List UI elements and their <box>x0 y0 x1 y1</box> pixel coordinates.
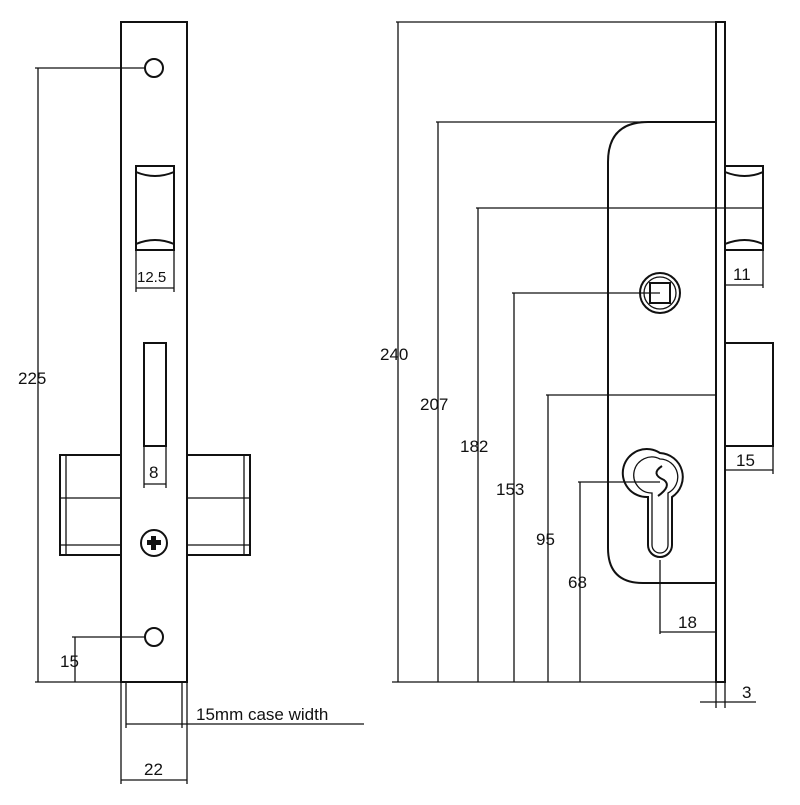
dim-deadbolt-width: 8 <box>143 446 167 488</box>
dim-deadbolt-projection-label: 15 <box>736 451 755 470</box>
dim-deadbolt-height: 95 <box>536 394 716 682</box>
dim-total-height-label: 240 <box>380 345 408 364</box>
lock-case <box>607 121 716 584</box>
dim-deadbolt-height-label: 95 <box>536 530 555 549</box>
dim-spindle-height: 153 <box>496 292 660 682</box>
dim-case-width-label: 15mm case width <box>196 705 328 724</box>
front-view: 225 15 12.5 8 15mm case width <box>18 21 364 784</box>
dim-latch-projection: 11 <box>725 250 764 288</box>
dim-deadbolt-projection: 15 <box>725 446 774 474</box>
dim-backset: 18 <box>659 560 716 634</box>
dim-deadbolt-width-label: 8 <box>149 463 158 482</box>
dim-hole-spacing: 225 <box>18 67 145 683</box>
faceplate <box>120 21 188 683</box>
dim-case-width: 15mm case width <box>125 682 364 728</box>
center-screw <box>140 529 168 557</box>
euro-cylinder <box>621 448 684 558</box>
dim-spindle-height-label: 153 <box>496 480 524 499</box>
dim-latch-width: 12.5 <box>135 250 175 292</box>
dim-bottom-offset-label: 15 <box>60 652 79 671</box>
side-deadbolt <box>724 342 774 447</box>
deadbolt-slot <box>143 342 167 447</box>
dim-faceplate-thickness: 3 <box>700 682 756 708</box>
dim-hole-spacing-label: 225 <box>18 369 46 388</box>
dim-case-top-label: 207 <box>420 395 448 414</box>
dim-total-height: 240 <box>380 21 716 683</box>
dim-cylinder-height-label: 68 <box>568 573 587 592</box>
dim-faceplate-width: 22 <box>120 682 188 784</box>
dim-backset-label: 18 <box>678 613 697 632</box>
latch-bolt <box>135 165 175 251</box>
dim-faceplate-width-label: 22 <box>144 760 163 779</box>
dim-latch-width-label: 12.5 <box>137 269 166 286</box>
side-view: 240 207 182 153 95 68 <box>380 21 774 708</box>
dim-latch-projection-label: 11 <box>733 265 751 284</box>
dim-cylinder-height: 68 <box>568 481 660 682</box>
dim-latch-height-label: 182 <box>460 437 488 456</box>
dim-faceplate-thickness-label: 3 <box>742 683 751 702</box>
dim-case-top: 207 <box>420 121 716 682</box>
dim-bottom-offset: 15 <box>60 636 145 682</box>
dim-latch-height: 182 <box>460 207 763 682</box>
side-faceplate <box>715 21 726 683</box>
